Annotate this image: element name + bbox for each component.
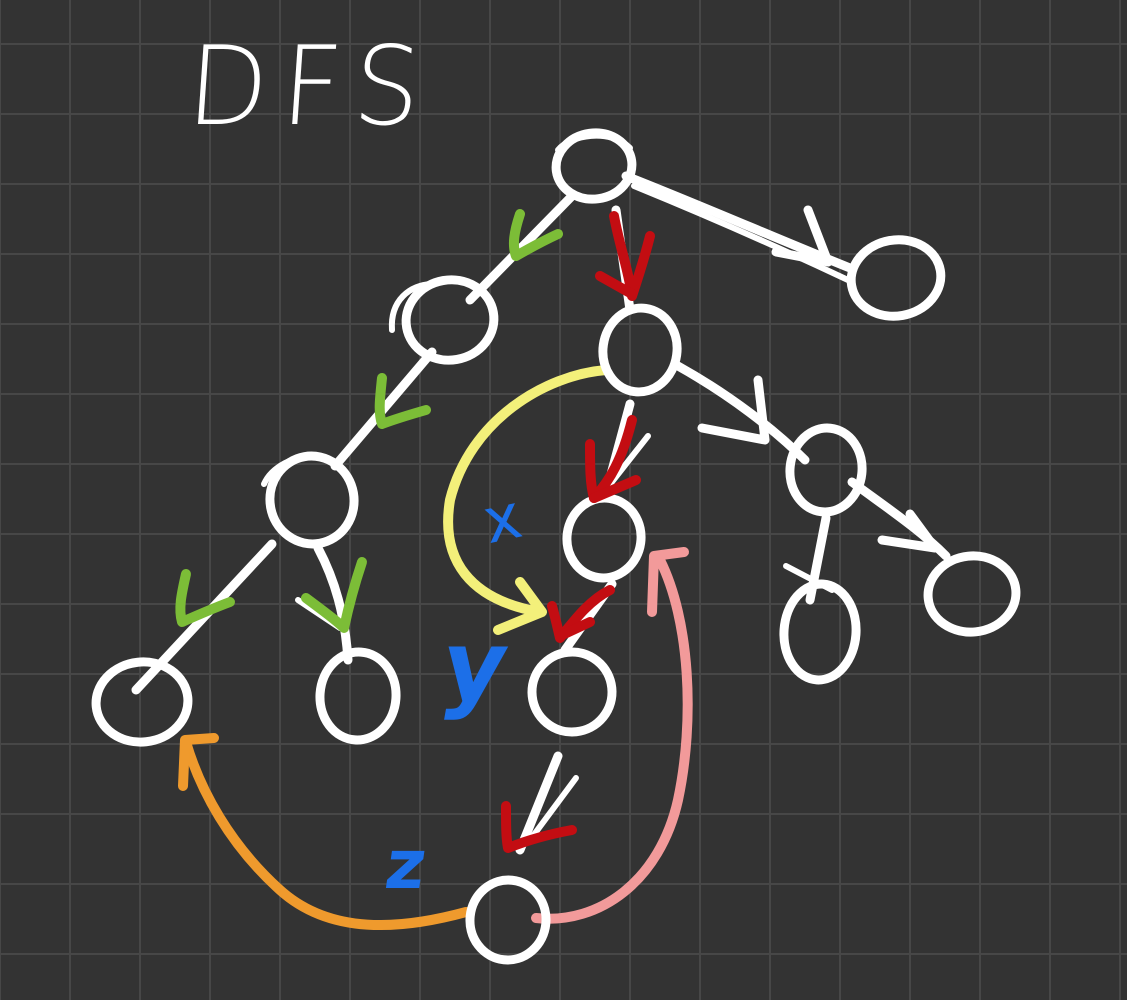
green-marks <box>175 209 563 633</box>
node-a <box>401 275 499 365</box>
green-check-a-c <box>374 373 431 429</box>
node-j <box>465 875 551 965</box>
edge-root-e-double <box>631 183 851 283</box>
node-c-overstroke <box>261 453 315 487</box>
edge-c-g <box>313 543 353 665</box>
node-a-overstroke <box>388 281 435 333</box>
node-l <box>923 551 1021 637</box>
node-b <box>598 303 682 397</box>
node-g <box>315 647 401 745</box>
node-e <box>846 235 946 321</box>
curve-orange-arrowhead <box>178 733 219 791</box>
red-marks <box>501 211 655 853</box>
red-check-h-i-tail <box>555 617 595 641</box>
node-f <box>91 657 193 747</box>
edge-root-e-arrowhead <box>771 205 833 267</box>
green-check-c-f <box>175 569 235 627</box>
curve-yellow-b-to-i <box>443 365 611 617</box>
node-root-overstroke <box>555 132 633 153</box>
green-check-root-a <box>508 209 563 261</box>
tree-nodes <box>91 128 1021 965</box>
edge-i-j-double <box>527 775 579 843</box>
edge-i-j <box>515 751 563 855</box>
edge-b-d-arrowhead <box>697 375 770 445</box>
red-check-i-j <box>501 801 577 853</box>
curve-pink-arrowhead <box>647 547 689 617</box>
node-i <box>527 647 617 737</box>
curve-orange-j-to-f <box>181 737 471 930</box>
node-h <box>562 493 646 583</box>
node-k <box>779 579 861 685</box>
red-check-root-b-tail <box>595 271 637 299</box>
node-d <box>785 423 867 517</box>
edge-d-l-arrowhead <box>877 509 940 553</box>
edge-b-d <box>673 361 810 465</box>
curve-yellow-arrowhead <box>493 577 547 635</box>
curve-pink-j-to-h <box>531 555 693 924</box>
red-check-b-h-tail <box>589 475 641 503</box>
green-check-c-g <box>301 557 367 633</box>
